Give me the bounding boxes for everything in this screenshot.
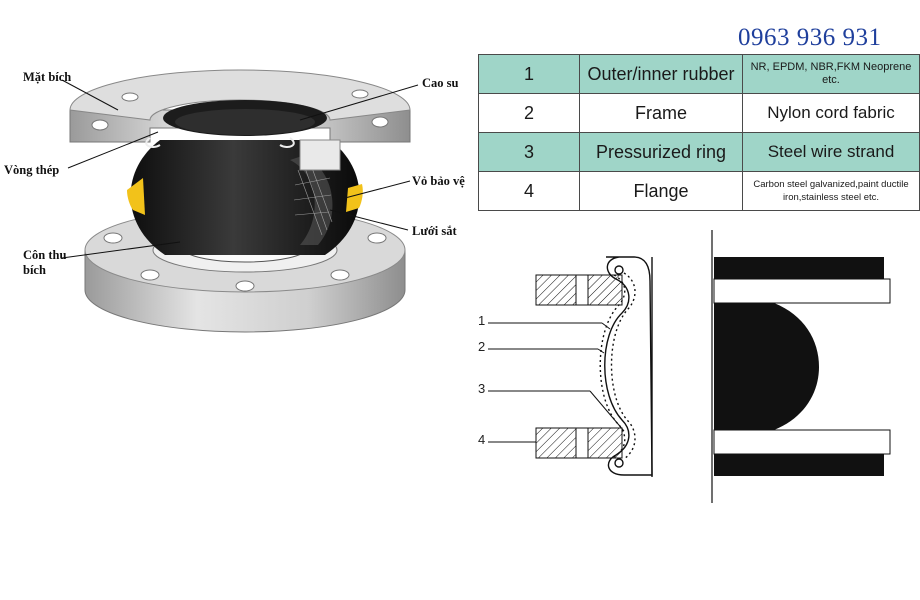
- component-name: Outer/inner rubber: [579, 54, 743, 94]
- callout-rubber: Cao su: [422, 76, 459, 90]
- table-row: 2 Frame Nylon cord fabric: [478, 93, 920, 133]
- section-top-flange: [535, 274, 623, 306]
- cross-section-drawing: 1 2 3 4: [474, 225, 920, 510]
- callout-leaders: [61, 79, 419, 259]
- callout-steel-ring: Vòng thép: [4, 163, 60, 177]
- section-label-2: 2: [478, 339, 486, 354]
- component-spec-table: 1 Outer/inner rubber NR, EPDM, NBR,FKM N…: [478, 54, 920, 211]
- component-material: Carbon steel galvanized,paint ductile ir…: [742, 171, 920, 211]
- component-material: NR, EPDM, NBR,FKM Neoprene etc.: [742, 54, 920, 94]
- cross-section-svg: [488, 230, 891, 503]
- callout-wire-mesh: Lưới sắt: [412, 224, 457, 238]
- row-number: 1: [478, 54, 580, 94]
- table-row: 1 Outer/inner rubber NR, EPDM, NBR,FKM N…: [478, 54, 920, 94]
- section-label-4: 4: [478, 432, 486, 447]
- component-material: Nylon cord fabric: [742, 93, 920, 133]
- row-number: 2: [478, 93, 580, 133]
- section-solid-view: [713, 257, 891, 476]
- callout-reducer-flange: Côn thu bích: [23, 248, 67, 277]
- component-name: Pressurized ring: [579, 132, 743, 172]
- callout-protective-cover: Vỏ bảo vệ: [412, 174, 465, 188]
- table-row: 3 Pressurized ring Steel wire strand: [478, 132, 920, 172]
- component-material: Steel wire strand: [742, 132, 920, 172]
- section-label-3: 3: [478, 381, 486, 396]
- section-bottom-flange: [535, 427, 623, 459]
- section-rubber-body: [599, 256, 653, 477]
- table-row: 4 Flange Carbon steel galvanized,paint d…: [478, 171, 920, 211]
- row-number: 4: [478, 171, 580, 211]
- top-flange: [69, 69, 411, 171]
- joint-cutaway-image: [61, 69, 419, 333]
- component-name: Frame: [579, 93, 743, 133]
- row-number: 3: [478, 132, 580, 172]
- section-label-1: 1: [478, 313, 486, 328]
- callout-flange-face: Mặt bích: [23, 70, 72, 84]
- component-name: Flange: [579, 171, 743, 211]
- section-leaders: [488, 322, 625, 443]
- phone-number: 0963 936 931: [738, 24, 882, 51]
